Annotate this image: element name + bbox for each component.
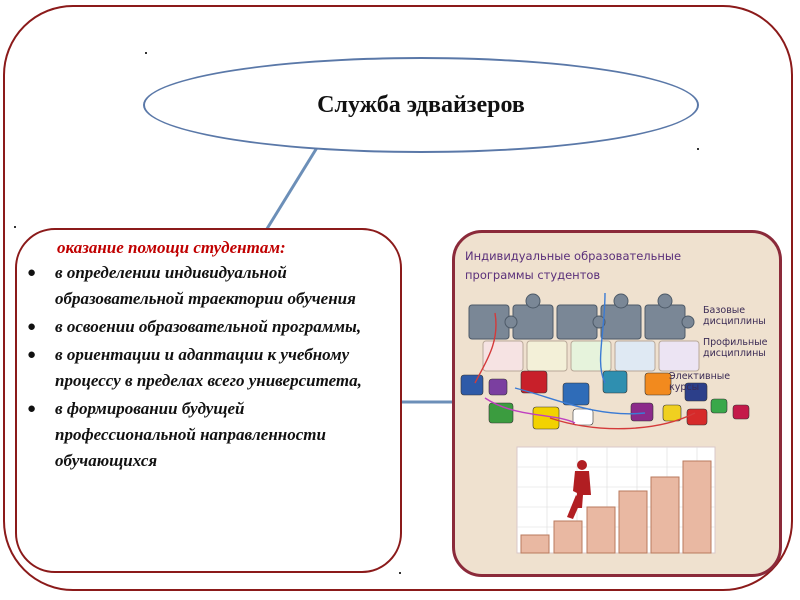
list-item: ●в определении индивидуальной образовате… [27,260,388,312]
bullet-icon: ● [27,265,37,281]
growth-stairs [520,460,712,554]
bullet-icon: ● [27,347,37,363]
oval-to-left-connector [263,145,320,233]
list-item: ●в ориентации и адаптации к учебному про… [27,342,388,394]
services-box: оказание помощи студентам: ●в определени… [15,228,402,573]
puzzle-illustration [460,292,750,554]
decor-dot [399,572,401,574]
services-lead: оказание помощи студентам: [57,238,286,257]
title-oval: Служба эдвайзеров [143,57,699,153]
illustration-title: Индивидуальные образовательные программы… [465,249,682,282]
decor-dot [145,52,147,54]
profile-disciplines-pieces [482,340,700,372]
basic-disciplines-pieces [468,293,695,340]
list-item: ●в формировании будущей профессиональной… [27,396,388,474]
label-elective: Элективные курсы [669,371,731,393]
label-profile: Профильные дисциплины [703,337,768,359]
bullet-icon: ● [27,319,37,335]
decor-dot [697,148,699,150]
diagram-title: Служба эдвайзеров [317,91,525,118]
label-basic: Базовые дисциплины [703,305,766,327]
trajectory-lines [474,292,696,430]
bullet-icon: ● [27,401,37,417]
list-item: ●в освоении образовательной программы, [27,314,388,340]
climbing-person-icon [567,460,591,519]
illustration-box: Индивидуальные образовательные программы… [452,230,782,577]
decor-dot [14,226,16,228]
services-list: ●в определении индивидуальной образовате… [27,260,388,474]
